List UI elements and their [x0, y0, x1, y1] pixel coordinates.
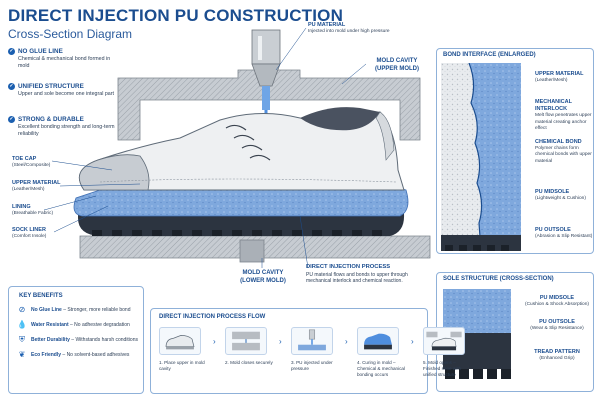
shoe-collar: [300, 107, 380, 131]
eco-leaf-icon: ❦: [18, 350, 26, 359]
bond-label-pu-midsole: PU MIDSOLE(Lightweight & Cushion): [535, 189, 586, 202]
midsole: [73, 185, 409, 217]
sole-label-pu-outsole: PU OUTSOLE(Wear & Slip Resistance): [530, 319, 584, 332]
key-benefits-title: KEY BENEFITS: [19, 293, 63, 299]
step-4-image: [357, 327, 399, 355]
process-step-2: 2. Mold closes securely: [225, 327, 275, 378]
process-flow-title: DIRECT INJECTION PROCESS FLOW: [159, 314, 266, 320]
arrow-right-icon: ›: [411, 337, 414, 346]
benefit-water-resistant: 💧 Water Resistant – No adhesive degradat…: [17, 320, 130, 329]
process-step-4: 4. Curing in mold – Chemical & mechanica…: [357, 327, 407, 378]
no-glue-icon: ⊘: [18, 305, 26, 314]
label-toe-cap: TOE CAP(Steel/Composite): [12, 156, 51, 169]
benefit-durability: ⛨ Better Durability – Withstands harsh c…: [19, 335, 138, 344]
feature-unified: ✓UNIFIED STRUCTURE Upper and sole become…: [8, 83, 114, 97]
process-flow-panel: DIRECT INJECTION PROCESS FLOW 1. Place u…: [150, 308, 465, 394]
page-title: DIRECT INJECTION PU CONSTRUCTION: [8, 6, 344, 25]
durability-icon: ⛨: [19, 335, 25, 344]
check-icon: ✓: [8, 83, 15, 90]
toe-cap: [79, 154, 150, 191]
water-drop-icon: 💧: [17, 320, 27, 329]
bond-interface-panel: BOND INTERFACE (ENLARGED) UPPER MATERIAL…: [436, 48, 594, 254]
bond-interface-illustration: [441, 63, 521, 251]
label-mold-cavity-lower: MOLD CAVITY(LOWER MOLD): [240, 270, 286, 284]
laces: [225, 124, 271, 161]
check-icon: ✓: [8, 48, 15, 55]
sole-label-tread-pattern: TREAD PATTERN(Enhanced Grip): [534, 349, 580, 362]
process-steps: 1. Place upper in mold cavity › 2. Mold …: [159, 327, 473, 378]
feature-strong: ✓STRONG & DURABLE Excellent bonding stre…: [8, 116, 115, 138]
injection-nozzle: [251, 29, 281, 126]
feature-no-glue: ✓NO GLUE LINE Chemical & mechanical bond…: [8, 48, 111, 70]
bond-interface-title: BOND INTERFACE (ENLARGED): [443, 52, 536, 58]
sole-structure-title: SOLE STRUCTURE (CROSS-SECTION): [443, 276, 554, 282]
arrow-right-icon: ›: [279, 337, 282, 346]
label-mold-cavity-upper: MOLD CAVITY(UPPER MOLD): [375, 58, 419, 72]
check-icon: ✓: [8, 116, 15, 123]
label-lining: LINING(Breathable Fabric): [12, 204, 54, 217]
key-benefits-panel: KEY BENEFITS ⊘ No Glue Line – Stronger, …: [8, 286, 144, 394]
process-step-1: 1. Place upper in mold cavity: [159, 327, 209, 378]
step-1-image: [159, 327, 201, 355]
sole-structure-illustration: [443, 289, 511, 379]
upper-mold: [117, 69, 421, 141]
bond-label-upper-material: UPPER MATERIAL(Leather/Mesh): [535, 71, 584, 84]
page-subtitle: Cross-Section Diagram: [8, 27, 133, 41]
process-step-5: 5. Mold opens – Finished shoe with unifi…: [423, 327, 473, 378]
arrow-right-icon: ›: [345, 337, 348, 346]
step-3-image: [291, 327, 333, 355]
process-step-3: 3. PU injected under pressure: [291, 327, 341, 378]
arrow-right-icon: ›: [213, 337, 216, 346]
sole-label-pu-midsole: PU MIDSOLE(Cushion & Shock Absorption): [525, 295, 589, 308]
step-5-image: [423, 327, 465, 355]
step-2-image: [225, 327, 267, 355]
tread-pattern: [92, 230, 382, 236]
bond-label-pu-outsole: PU OUTSOLE(Abrasion & Slip Resistant): [535, 227, 593, 240]
benefit-no-glue: ⊘ No Glue Line – Stronger, more reliable…: [18, 305, 131, 314]
lower-mold: [79, 235, 431, 263]
label-sock-liner: SOCK LINER(Comfort Insole): [12, 227, 47, 240]
label-upper-material: UPPER MATERIAL(Leather/Mesh): [12, 180, 61, 193]
benefit-eco-friendly: ❦ Eco Friendly – No solvent-based adhesi…: [18, 350, 130, 359]
